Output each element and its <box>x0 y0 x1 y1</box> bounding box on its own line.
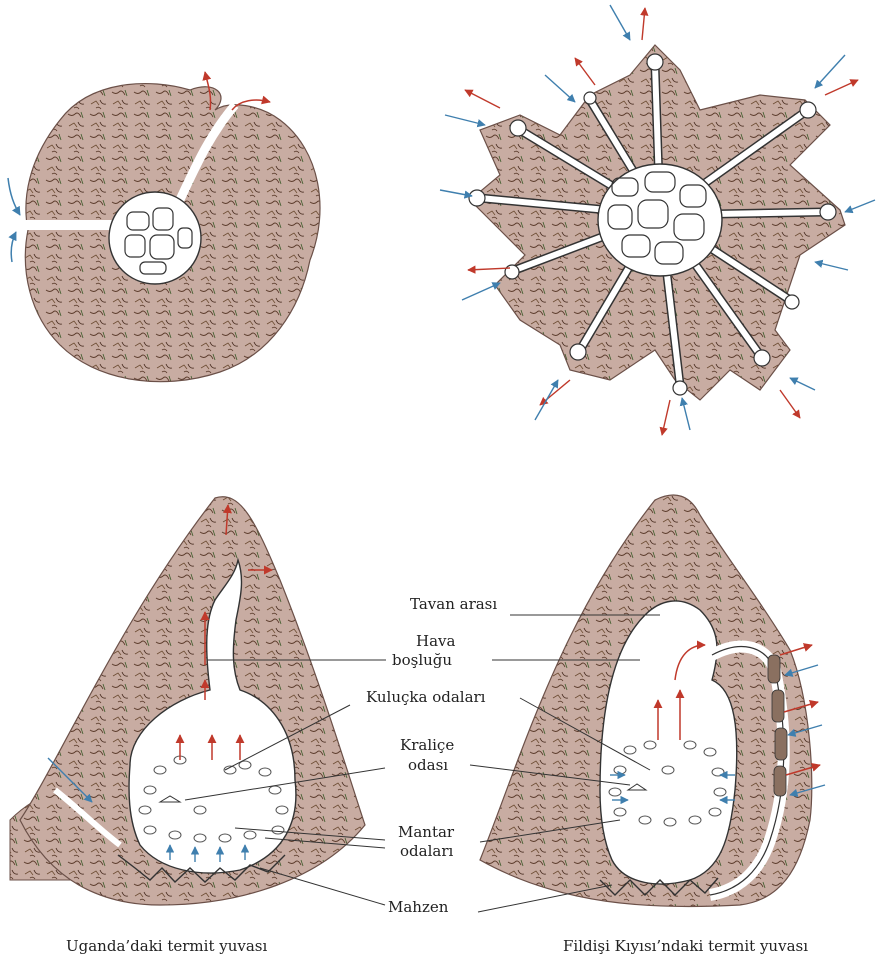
label-fungus-line1: Mantar <box>398 823 454 842</box>
uganda-plan-nest-core <box>109 192 201 284</box>
label-attic: Tavan arası <box>410 595 497 614</box>
label-air-space-line2: boşluğu <box>392 651 452 670</box>
ivory-coast-plan-view <box>440 5 875 435</box>
uganda-plan-view <box>8 72 320 382</box>
label-cellar: Mahzen <box>388 898 448 917</box>
caption-uganda: Uganda’daki termit yuvası <box>66 937 267 955</box>
label-air-space-line1: Hava <box>416 632 455 651</box>
label-queen-line1: Kraliçe <box>400 736 454 755</box>
uganda-plan-arrow-in-2 <box>11 232 16 262</box>
ivory-coast-section <box>480 495 825 907</box>
label-queen-line2: odası <box>408 756 448 775</box>
label-brood-chambers: Kuluçka odaları <box>366 688 485 707</box>
uganda-plan-arrow-in-1 <box>8 178 20 215</box>
label-fungus-line2: odaları <box>400 842 453 861</box>
uganda-section <box>10 497 365 905</box>
caption-ivory-coast: Fildişi Kıyısı’ndaki termit yuvası <box>563 937 808 955</box>
